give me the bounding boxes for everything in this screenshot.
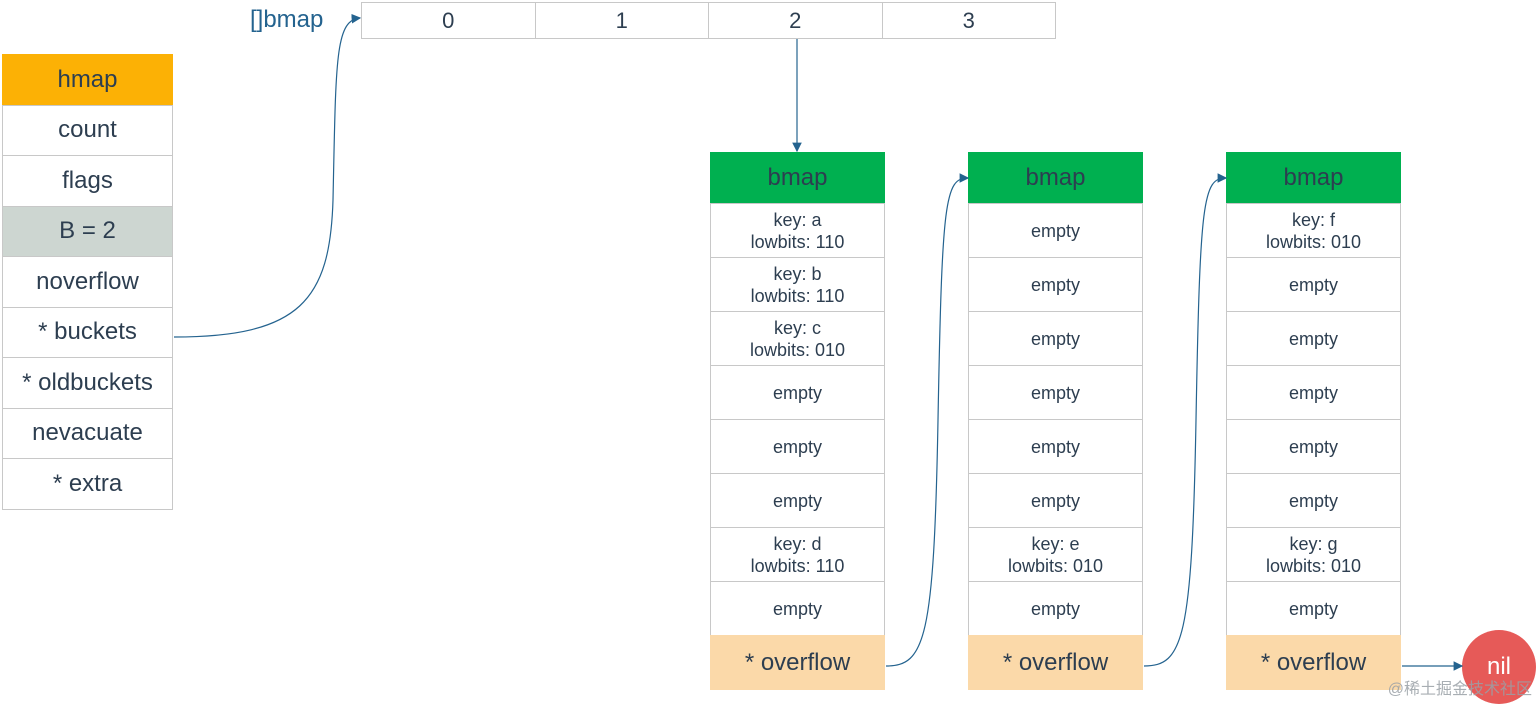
arrow-overflow-1: [885, 173, 970, 667]
bmap-slot: empty: [710, 581, 885, 636]
bmap-slot: empty: [1226, 473, 1401, 528]
slot-key: empty: [1288, 490, 1339, 511]
bucket-slot-2: 2: [708, 2, 883, 39]
bmap-slot: empty: [968, 365, 1143, 420]
slot-key: empty: [1030, 328, 1081, 349]
bmap-slot: empty: [1226, 311, 1401, 366]
bmap-slot: empty: [968, 311, 1143, 366]
bmap-slot: empty: [710, 473, 885, 528]
arrow-buckets-to-array: [173, 13, 362, 338]
slot-key: empty: [1288, 328, 1339, 349]
bmap-slot: empty: [968, 203, 1143, 258]
hmap-field-extra: * extra: [2, 458, 173, 510]
slot-key: empty: [1288, 382, 1339, 403]
bmap-slot: empty: [968, 257, 1143, 312]
slot-key: empty: [772, 436, 823, 457]
bmap-header: bmap: [710, 152, 885, 204]
bucket-array: 0 1 2 3: [361, 2, 1056, 39]
hmap-struct: hmap count flags B = 2 noverflow * bucke…: [2, 54, 173, 510]
hmap-field-noverflow: noverflow: [2, 256, 173, 308]
slot-key: empty: [1030, 220, 1081, 241]
slot-key: empty: [772, 598, 823, 619]
arrow-overflow-2: [1143, 173, 1228, 667]
bmap-overflow-pointer: * overflow: [968, 635, 1143, 690]
bmap-slot: empty: [968, 473, 1143, 528]
slot-key: empty: [1030, 382, 1081, 403]
bucket-slot-3: 3: [881, 2, 1056, 39]
slot-key: empty: [772, 490, 823, 511]
hmap-header: hmap: [2, 54, 173, 106]
watermark: @稀土掘金技术社区: [1387, 681, 1532, 698]
slot-key: key: d: [773, 533, 822, 554]
hmap-field-flags: flags: [2, 155, 173, 207]
bmap-overflow-1: bmap empty empty empty empty empty empty key: e…: [968, 152, 1143, 690]
slot-key: empty: [1030, 274, 1081, 295]
bmap-slot: empty: [710, 419, 885, 474]
hmap-field-buckets: * buckets: [2, 306, 173, 358]
bmap-slot: empty: [968, 581, 1143, 636]
bucket-slot-0: 0: [361, 2, 536, 39]
slot-key: key: e: [1031, 533, 1080, 554]
slot-key: empty: [1030, 598, 1081, 619]
hmap-field-b: B = 2: [2, 205, 173, 257]
slot-lowbits: lowbits: 010: [749, 339, 846, 360]
bmap-slot: empty: [1226, 365, 1401, 420]
bucket-array-label: []bmap: [250, 6, 324, 33]
bucket-slot-1: 1: [534, 2, 709, 39]
nil-node: nil: [1462, 630, 1536, 704]
slot-key: empty: [772, 382, 823, 403]
bmap-overflow-pointer: * overflow: [1226, 635, 1401, 690]
slot-lowbits: lowbits: 010: [1007, 555, 1104, 576]
slot-key: key: f: [1291, 209, 1335, 230]
slot-key: empty: [1030, 436, 1081, 457]
slot-lowbits: lowbits: 010: [1265, 555, 1362, 576]
hmap-field-oldbuckets: * oldbuckets: [2, 357, 173, 409]
slot-key: key: b: [773, 263, 822, 284]
slot-key: empty: [1288, 436, 1339, 457]
bmap-slot: empty: [968, 419, 1143, 474]
bmap-slot: empty: [1226, 581, 1401, 636]
slot-key: key: a: [773, 209, 822, 230]
slot-lowbits: lowbits: 110: [750, 285, 845, 306]
hmap-field-count: count: [2, 104, 173, 156]
bmap-slot: empty: [1226, 419, 1401, 474]
bmap-overflow-pointer: * overflow: [710, 635, 885, 690]
slot-key: empty: [1030, 490, 1081, 511]
slot-key: empty: [1288, 598, 1339, 619]
slot-lowbits: lowbits: 110: [750, 555, 845, 576]
slot-lowbits: lowbits: 010: [1265, 231, 1362, 252]
slot-key: empty: [1288, 274, 1339, 295]
bmap-slot: empty: [1226, 257, 1401, 312]
bmap-header: bmap: [968, 152, 1143, 204]
hmap-field-nevacuate: nevacuate: [2, 407, 173, 459]
bmap-header: bmap: [1226, 152, 1401, 204]
slot-lowbits: lowbits: 110: [750, 231, 845, 252]
slot-key: key: g: [1289, 533, 1338, 554]
bmap-slot: empty: [710, 365, 885, 420]
slot-key: key: c: [773, 317, 821, 338]
